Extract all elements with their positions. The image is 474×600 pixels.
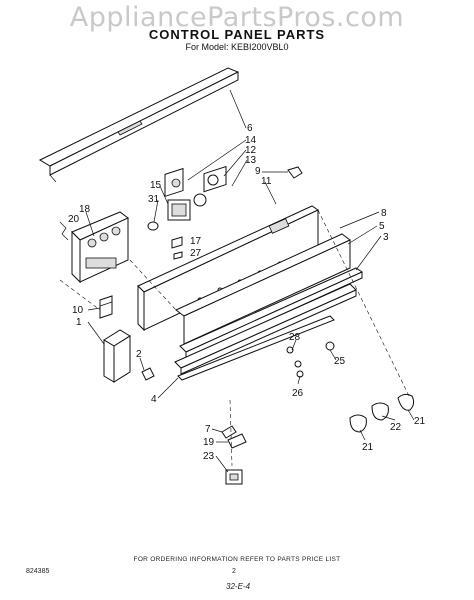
callout-10: 10	[72, 305, 84, 316]
part-18-control-block	[71, 211, 129, 284]
part-21-knob-right	[397, 393, 415, 411]
part-3b-lower-rail	[174, 283, 357, 375]
leader-line	[297, 375, 301, 385]
part-21-knob-left	[349, 414, 367, 433]
callout-8: 8	[381, 208, 387, 219]
callout-11: 11	[261, 176, 272, 187]
callout-21-right: 21	[414, 416, 426, 427]
part-2-clip	[141, 367, 155, 381]
callout-5: 5	[379, 221, 385, 232]
part-23-terminal-block	[225, 469, 243, 485]
leader-line	[339, 211, 380, 229]
callout-3: 3	[383, 232, 389, 243]
leader-line	[407, 409, 415, 421]
callout-26: 26	[292, 388, 304, 399]
leader-line	[229, 89, 247, 129]
part-17-clip	[171, 236, 183, 249]
leader-line	[215, 455, 229, 473]
part-19-wire-bracket	[227, 433, 247, 449]
callout-14: 14	[245, 135, 257, 146]
callout-21-left: 21	[362, 442, 374, 453]
leader-line	[329, 349, 337, 361]
callout-15: 15	[150, 180, 162, 191]
leader-line	[87, 307, 101, 311]
leader-line	[381, 415, 396, 421]
leader-line	[187, 139, 247, 181]
callout-28: 28	[289, 332, 301, 343]
assembly-line	[129, 259, 177, 311]
sheet-code: 32-E-4	[226, 582, 251, 591]
part-22-knob	[371, 402, 389, 421]
part-15-clock	[167, 193, 207, 221]
callout-1: 1	[76, 317, 82, 328]
part-7-clip	[221, 425, 237, 439]
part-5-back-panel	[175, 233, 351, 345]
callout-7: 7	[205, 424, 211, 435]
callout-4: 4	[151, 394, 157, 405]
callout-18: 18	[79, 204, 91, 215]
part-3-rail	[179, 267, 364, 359]
part-14-switch	[164, 167, 184, 198]
leader-line	[347, 225, 378, 245]
leader-line	[291, 339, 297, 351]
part-1-end-cap	[103, 329, 131, 383]
part-9-knob	[287, 166, 303, 179]
page-number: 2	[232, 568, 236, 575]
leader-line	[157, 377, 179, 399]
leader-line	[87, 321, 105, 345]
part-25-screw	[325, 341, 335, 351]
callout-19: 19	[203, 437, 215, 448]
leader-line	[85, 211, 95, 237]
leader-line	[211, 428, 223, 433]
leader-line	[359, 429, 366, 441]
part-26-screws	[294, 360, 304, 378]
callout-22: 22	[390, 422, 402, 433]
part-12-timer	[203, 165, 227, 193]
callout-13: 13	[245, 155, 257, 166]
ordering-note: FOR ORDERING INFORMATION REFER TO PARTS …	[133, 556, 341, 563]
diagram-title: CONTROL PANEL PARTS	[148, 27, 326, 42]
leader-line	[264, 181, 277, 205]
callout-17: 17	[190, 236, 202, 247]
part-20-spring-clip	[59, 221, 69, 241]
callout-23: 23	[203, 451, 215, 462]
document-code: 824385	[26, 568, 50, 575]
callout-9: 9	[255, 166, 261, 177]
part-31-lamp	[147, 221, 159, 231]
callout-31: 31	[148, 194, 160, 205]
part-4-bottom-strip	[177, 315, 335, 381]
leader-line	[223, 149, 247, 177]
part-10-bracket	[99, 295, 113, 319]
callout-6: 6	[247, 123, 253, 134]
leader-line	[355, 235, 382, 271]
callout-25: 25	[334, 356, 346, 367]
part-28-screw	[286, 346, 294, 354]
callout-12: 12	[245, 145, 257, 156]
callout-20: 20	[68, 214, 80, 225]
callout-2: 2	[136, 349, 142, 360]
part-27-screw	[173, 251, 183, 260]
leader-line	[139, 357, 145, 371]
leader-line	[153, 199, 159, 223]
model-number: For Model: KEBI200VBL0	[185, 42, 289, 52]
assembly-line	[59, 279, 101, 311]
callout-27: 27	[190, 248, 202, 259]
part-11-control-panel	[137, 205, 320, 332]
part-6-top-trim	[38, 67, 240, 183]
leader-line	[159, 185, 169, 205]
leader-line	[231, 159, 248, 187]
